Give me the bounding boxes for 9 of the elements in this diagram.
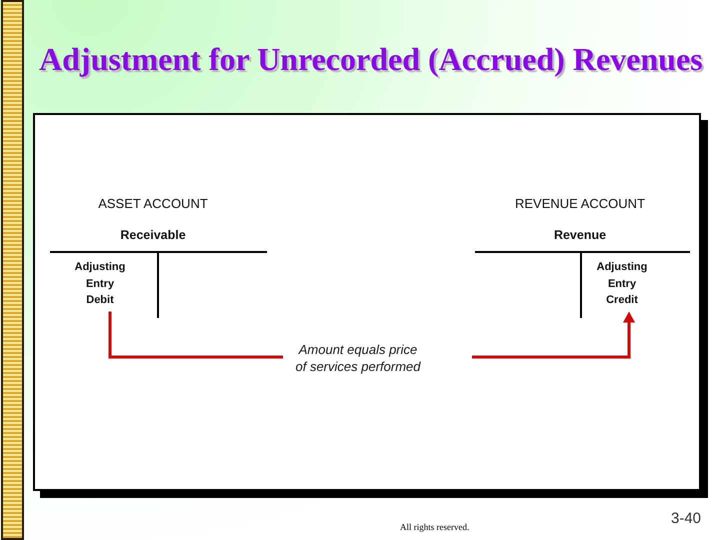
entry-note: Adjusting Entry Credit	[596, 259, 648, 312]
entry-note: Adjusting Entry Debit	[74, 259, 126, 312]
slide-title: Adjustment for Unrecorded (Accrued) Revenues	[39, 41, 703, 78]
page-number: 3-40	[671, 510, 702, 527]
copyright-notice: All rights reserved.	[400, 522, 470, 532]
account-type-heading: REVENUE ACCOUNT	[514, 196, 646, 212]
account-title: Revenue	[554, 227, 606, 243]
account-title: Receivable	[120, 227, 186, 243]
account-type-heading: ASSET ACCOUNT	[98, 196, 208, 212]
